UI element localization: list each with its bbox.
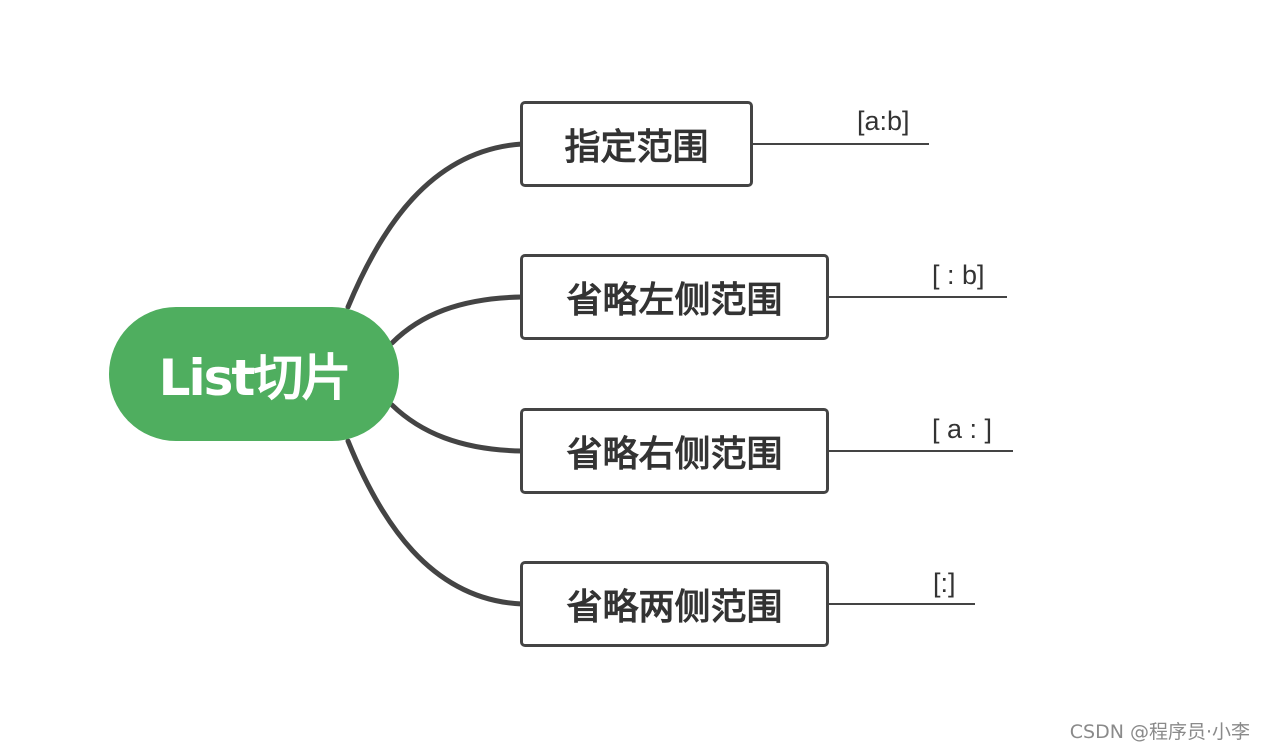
- note-omit-both: [:]: [933, 568, 956, 598]
- connector-omit-left: [389, 294, 525, 346]
- branch-label: 省略两侧范围: [566, 587, 783, 628]
- branch-node-omit-both[interactable]: 省略两侧范围: [520, 561, 829, 647]
- note-omit-right: [ a : ]: [932, 414, 993, 444]
- branch-node-specify-range[interactable]: 指定范围: [520, 101, 753, 187]
- note-specify-range: [a:b]: [857, 106, 910, 136]
- branch-label: 省略右侧范围: [566, 434, 783, 475]
- root-node[interactable]: List切片: [109, 307, 399, 441]
- watermark: CSDN @程序员·小李: [1069, 721, 1250, 743]
- note-omit-left: [ : b]: [932, 260, 985, 290]
- branch-label: 省略左侧范围: [566, 280, 783, 321]
- connector-specify-range: [345, 141, 525, 310]
- connector-omit-right: [389, 402, 525, 454]
- branch-node-omit-left[interactable]: 省略左侧范围: [520, 254, 829, 340]
- root-label: List切片: [158, 349, 352, 407]
- branch-node-omit-right[interactable]: 省略右侧范围: [520, 408, 829, 494]
- branch-label: 指定范围: [564, 127, 709, 168]
- connector-omit-both: [345, 438, 525, 607]
